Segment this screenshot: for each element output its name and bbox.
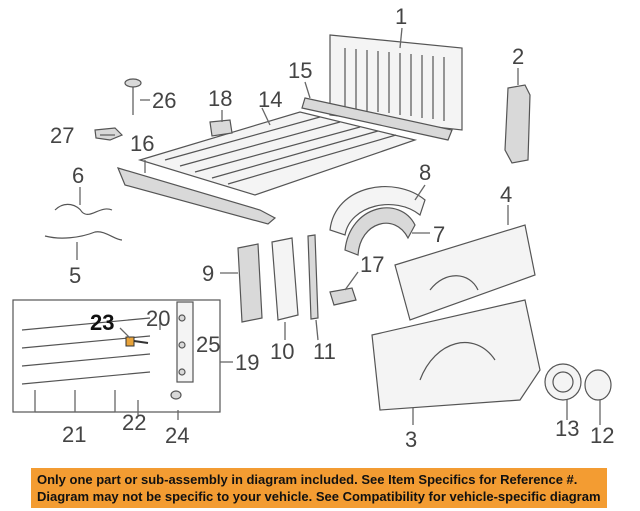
disclaimer-line-2: Diagram may not be specific to your vehi… [37, 489, 601, 504]
bed-extender-group [12, 299, 221, 413]
callout-4: 4 [500, 182, 512, 207]
callout-2: 2 [512, 44, 524, 69]
callout-16: 16 [130, 131, 154, 156]
callout-18: 18 [208, 86, 232, 111]
callout-5: 5 [69, 263, 81, 288]
part-26-bolt [124, 78, 142, 115]
part-4-inner-panel [394, 224, 536, 321]
part-3-outer-panel [371, 299, 541, 411]
part-27-retainer [94, 127, 124, 141]
callout-12: 12 [590, 423, 614, 448]
callout-23: 23 [90, 310, 114, 335]
callout-labels: 1 2 3 4 5 6 7 8 9 10 11 12 13 14 15 16 1… [50, 4, 614, 452]
part-18-clip [209, 119, 233, 137]
part-5-wiring [44, 231, 123, 241]
part-7-liner [344, 207, 416, 256]
part-23-bolt-highlighted [125, 336, 149, 347]
callout-7: 7 [433, 222, 445, 247]
part-15-sill [301, 97, 453, 141]
part-10-pillar [271, 237, 299, 321]
callout-15: 15 [288, 58, 312, 83]
callout-8: 8 [419, 160, 431, 185]
callout-24: 24 [165, 423, 189, 448]
part-11-strip [307, 234, 319, 320]
part-13-fuel-housing [544, 363, 582, 401]
callout-13: 13 [555, 416, 579, 441]
part-6-wiring [54, 203, 113, 215]
callout-11: 11 [313, 339, 336, 364]
callout-20: 20 [146, 306, 170, 331]
leader-lines [34, 27, 601, 425]
part-9-pillar [237, 243, 263, 323]
callout-6: 6 [72, 163, 84, 188]
callout-19: 19 [235, 350, 259, 375]
part-1-tailgate [329, 34, 463, 131]
callout-3: 3 [405, 427, 417, 452]
callout-25: 25 [196, 332, 220, 357]
callout-22: 22 [122, 410, 146, 435]
part-8-wheelhouse [329, 186, 426, 236]
part-17-bracket [329, 287, 357, 306]
callout-1: 1 [395, 4, 407, 29]
part-2-bracket [504, 84, 531, 164]
part-14-bed-floor [137, 111, 418, 196]
callout-21: 21 [62, 422, 86, 447]
callout-10: 10 [270, 339, 294, 364]
parts-diagram: 1 2 3 4 5 6 7 8 9 10 11 12 13 14 15 16 1… [12, 4, 614, 452]
callout-26: 26 [152, 88, 176, 113]
part-16-crossmember [116, 167, 277, 225]
callout-14: 14 [258, 87, 282, 112]
callout-27: 27 [50, 123, 74, 148]
disclaimer-banner: Only one part or sub-assembly in diagram… [31, 468, 607, 508]
callout-9: 9 [202, 261, 214, 286]
disclaimer-line-1: Only one part or sub-assembly in diagram… [37, 472, 578, 487]
part-12-fuel-door [584, 369, 612, 401]
callout-17: 17 [360, 252, 384, 277]
